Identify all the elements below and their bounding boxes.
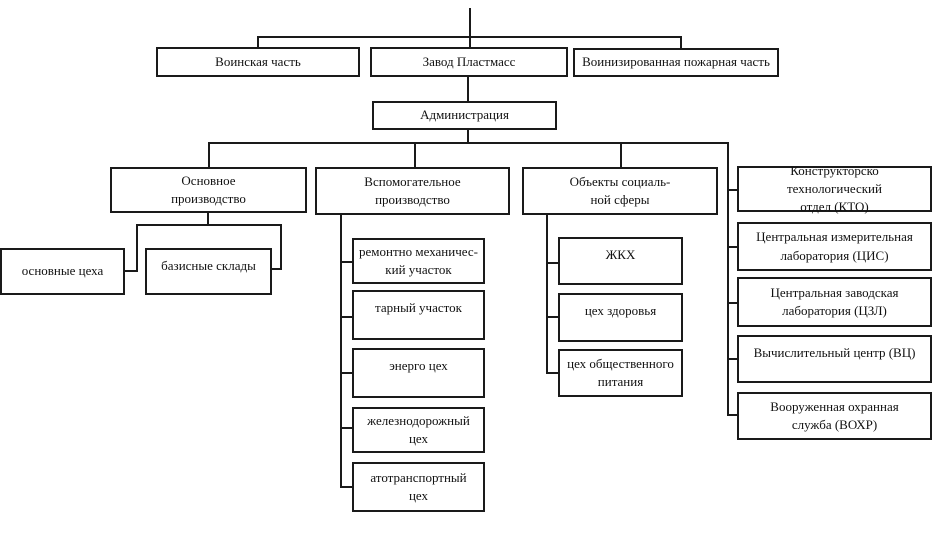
- connector-line: [727, 189, 738, 191]
- node-computing-center: Вычислительный центр (ВЦ): [737, 335, 932, 383]
- node-container-section: тарный участок: [352, 290, 485, 340]
- connector-line: [136, 224, 282, 226]
- connector-line: [207, 213, 209, 226]
- node-energy-shop: энерго цех: [352, 348, 485, 398]
- connector-line: [340, 427, 352, 429]
- connector-line: [727, 142, 729, 416]
- connector-line: [620, 142, 622, 167]
- connector-line: [546, 316, 558, 318]
- connector-line: [727, 358, 738, 360]
- connector-line: [467, 76, 469, 102]
- node-railway-shop: железнодорожный цех: [352, 407, 485, 453]
- connector-line: [727, 414, 738, 416]
- connector-line: [469, 36, 471, 48]
- node-vohr-service: Вооруженная охранная служба (ВОХР): [737, 392, 932, 440]
- node-health-shop: цех здоровья: [558, 293, 683, 342]
- node-administration: Администрация: [372, 101, 557, 130]
- connector-line: [340, 316, 352, 318]
- node-czl-lab: Центральная заводская лаборатория (ЦЗЛ): [737, 277, 932, 327]
- connector-line: [546, 215, 548, 374]
- node-repair-mechanical-section: ремонтно механичес- кий участок: [352, 238, 485, 284]
- node-military-unit: Воинская часть: [156, 47, 360, 77]
- connector-line: [125, 270, 136, 272]
- connector-line: [340, 261, 352, 263]
- connector-line: [469, 8, 471, 37]
- node-kto-department: Конструкторско технологический отдел (КТ…: [737, 163, 932, 214]
- connector-line: [680, 36, 682, 49]
- connector-line: [727, 246, 738, 248]
- node-fire-department: Воинизированная пожарная часть: [573, 48, 779, 77]
- connector-line: [280, 224, 282, 270]
- node-base-warehouses: базисные склады: [145, 248, 272, 295]
- connector-line: [546, 372, 558, 374]
- node-cis-lab: Центральная измерительная лаборатория (Ц…: [737, 222, 932, 271]
- connector-line: [340, 372, 352, 374]
- connector-line: [340, 215, 342, 488]
- connector-line: [414, 142, 416, 167]
- connector-line: [467, 129, 469, 143]
- node-main-shops: основные цеха: [0, 248, 125, 295]
- connector-line: [546, 262, 558, 264]
- node-auxiliary-production: Вспомогательное производство: [315, 167, 510, 215]
- node-auto-transport-shop: атотранспортный цех: [352, 462, 485, 512]
- connector-line: [208, 142, 729, 144]
- connector-line: [136, 224, 138, 272]
- node-catering-shop: цех общественного питания: [558, 349, 683, 397]
- node-zhkh: ЖКХ: [558, 237, 683, 285]
- connector-line: [270, 268, 281, 270]
- connector-line: [340, 486, 352, 488]
- connector-line: [257, 36, 259, 48]
- node-plastics-plant: Завод Пластмасс: [370, 47, 568, 77]
- connector-line: [208, 142, 210, 167]
- node-main-production: Основное производство: [110, 167, 307, 213]
- connector-line: [727, 302, 738, 304]
- node-social-objects: Объекты социаль- ной сферы: [522, 167, 718, 215]
